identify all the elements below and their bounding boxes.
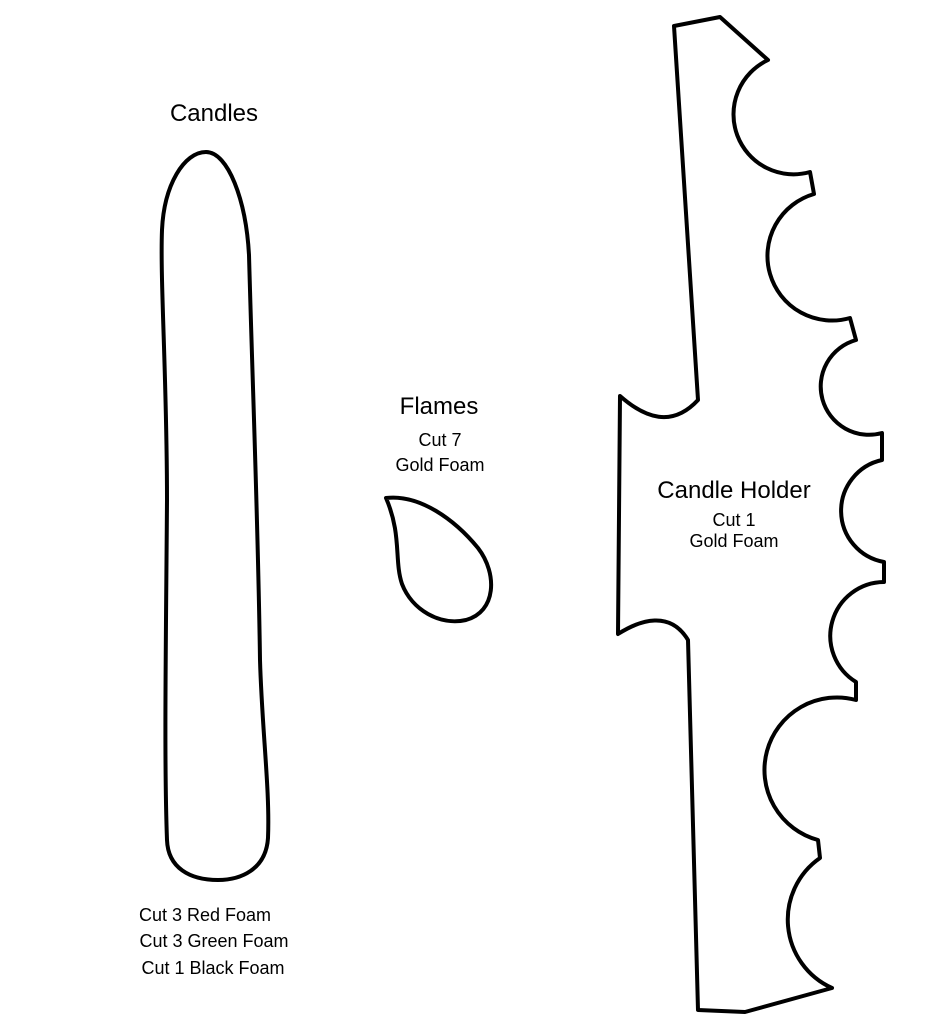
candle-holder-shape	[616, 15, 886, 1014]
candles-instruction-black: Cut 1 Black Foam	[141, 958, 285, 978]
candles-instruction-red: Cut 3 Red Foam	[138, 905, 272, 925]
flame-shape	[384, 495, 494, 624]
candle-holder-title: Candle Holder	[657, 477, 811, 504]
candle-holder-material: Gold Foam	[689, 531, 779, 551]
flames-title: Flames	[399, 393, 479, 420]
candle-shape	[159, 150, 271, 882]
flames-cut-count: Cut 7	[418, 430, 462, 450]
candles-instruction-green: Cut 3 Green Foam	[139, 931, 289, 951]
flames-material: Gold Foam	[395, 455, 485, 475]
candle-holder-cut-count: Cut 1	[712, 510, 756, 530]
candles-title: Candles	[169, 100, 259, 127]
